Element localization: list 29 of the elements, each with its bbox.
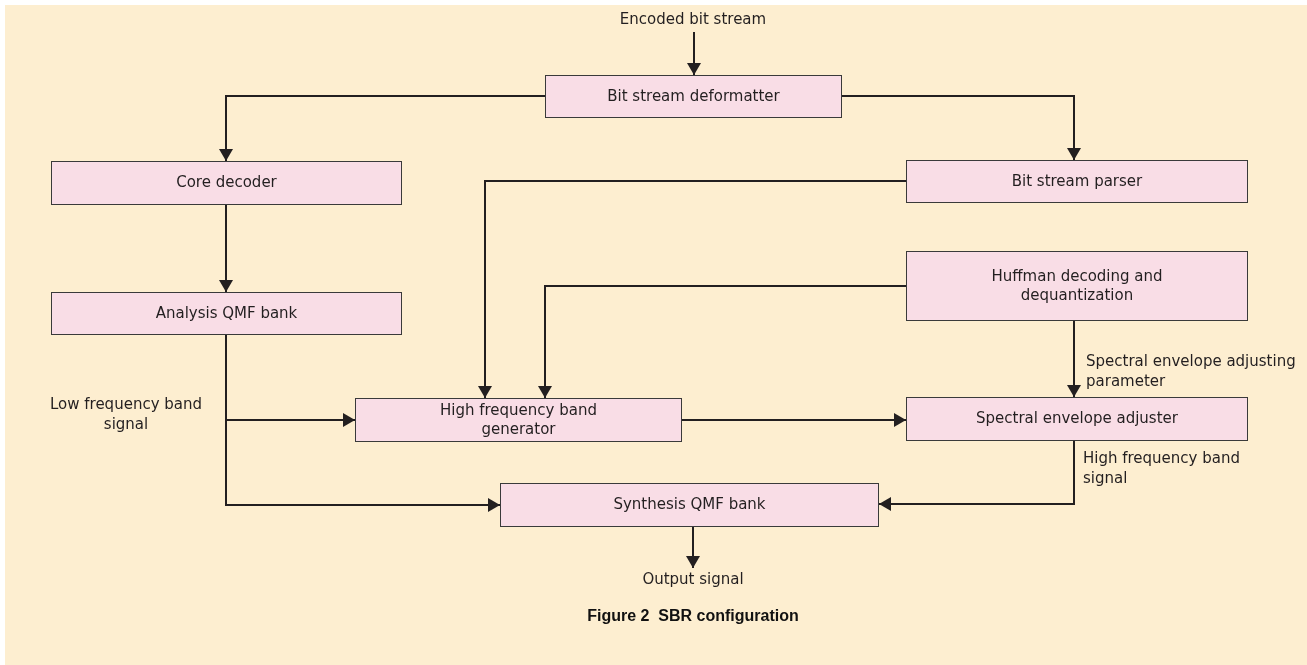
process-box xyxy=(355,398,682,442)
box-label: Core decoder xyxy=(176,173,277,193)
signal-label: Output signal xyxy=(613,568,773,592)
arrow xyxy=(681,413,907,427)
arrow xyxy=(841,95,1081,161)
box-label: High frequency band generator xyxy=(439,400,598,440)
box-label: Bit stream parser xyxy=(1011,171,1143,192)
signal-label: Encoded bit stream xyxy=(613,8,773,32)
process-box xyxy=(906,160,1248,203)
figure-caption: Figure 2 SBR configuration xyxy=(586,607,800,625)
box-label: Synthesis QMF bank xyxy=(613,495,766,515)
process-box xyxy=(906,251,1248,321)
arrow xyxy=(538,285,907,399)
arrow xyxy=(878,440,1075,511)
box-label: Huffman decoding and dequantization xyxy=(990,266,1164,306)
box-label: Spectral envelope adjuster xyxy=(976,409,1178,429)
arrow xyxy=(219,95,546,162)
process-box xyxy=(500,483,879,527)
arrow xyxy=(219,204,233,293)
arrow xyxy=(478,180,907,399)
box-label: Analysis QMF bank xyxy=(155,303,298,324)
process-box xyxy=(545,75,842,118)
arrow xyxy=(1067,320,1081,398)
process-box xyxy=(906,397,1248,441)
arrow xyxy=(686,526,700,569)
process-box xyxy=(51,161,402,205)
process-box xyxy=(51,292,402,335)
box-label: Bit stream deformatter xyxy=(607,86,780,107)
arrow xyxy=(687,31,701,76)
